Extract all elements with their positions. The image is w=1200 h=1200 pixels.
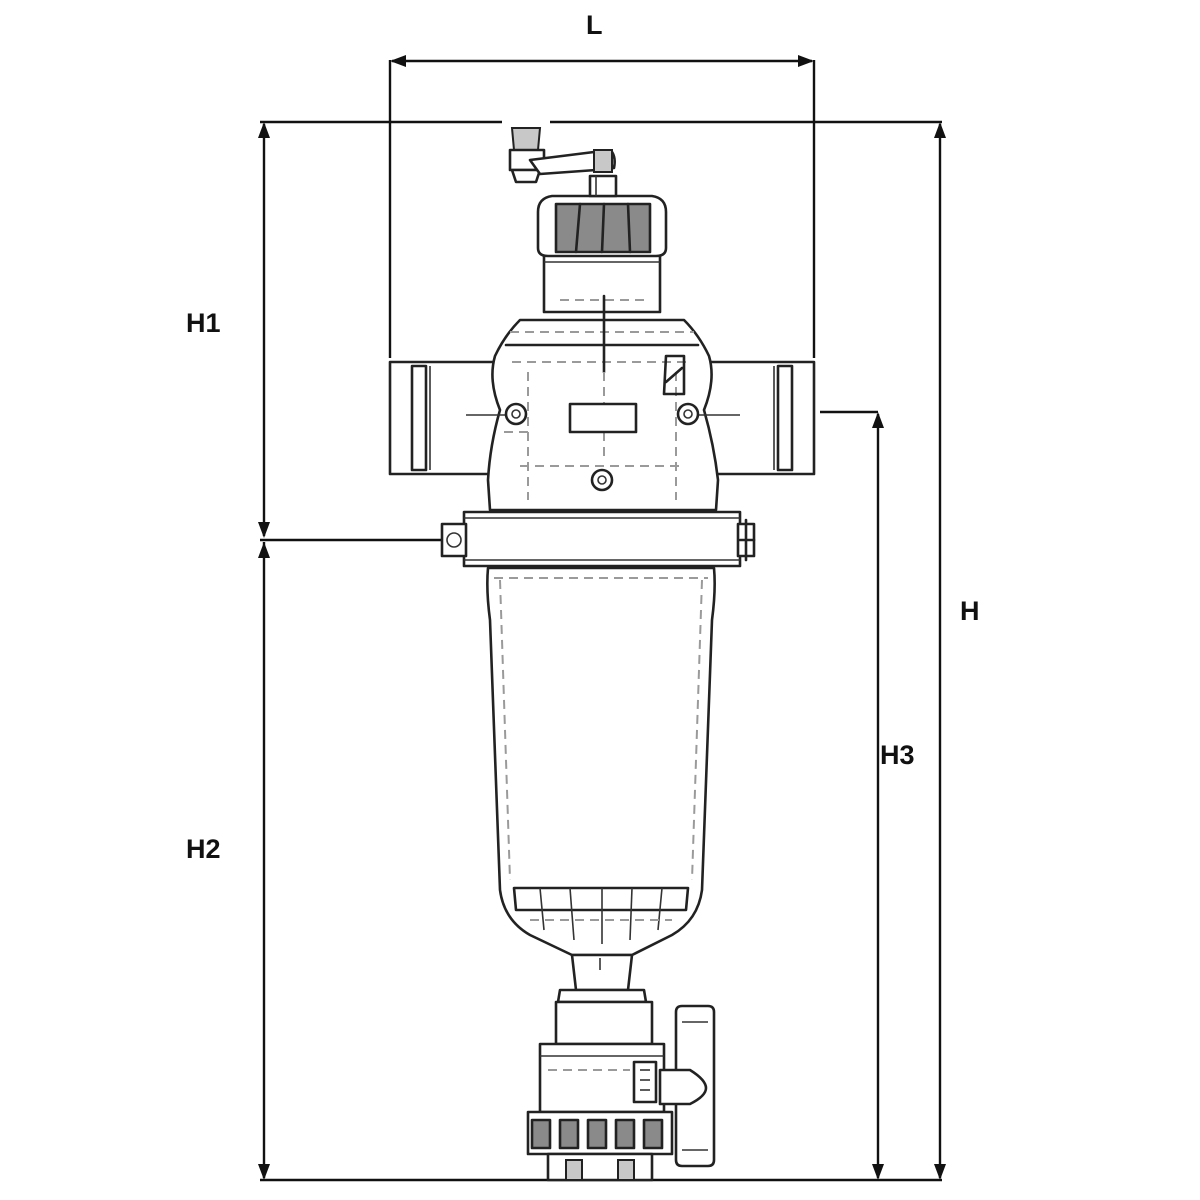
drain-valve <box>538 988 666 1114</box>
bowl-ribs <box>512 886 690 944</box>
dimension-H2 <box>258 542 270 1180</box>
dimension-label-H1: H1 <box>186 308 221 338</box>
outlet-pipe <box>700 360 816 476</box>
air-release-valve <box>508 127 616 184</box>
dimension-lines <box>258 55 946 1182</box>
dimension-label-H3: H3 <box>880 740 915 770</box>
label-plate <box>568 402 638 434</box>
dimension-label-L: L <box>586 10 603 40</box>
flow-indicator <box>662 354 686 396</box>
pressure-port-left <box>466 402 528 433</box>
pressure-port-right <box>676 402 740 426</box>
cap-neck <box>542 248 662 314</box>
dimension-L <box>388 55 816 358</box>
inlet-pipe <box>388 360 504 476</box>
union-nut <box>526 1110 674 1156</box>
clamp-ring <box>440 510 756 568</box>
dimension-label-H2: H2 <box>186 834 221 864</box>
drain-outlet <box>546 1152 654 1182</box>
dimension-H1 <box>258 122 270 538</box>
drain-neck <box>570 953 634 992</box>
drain-port <box>590 468 614 492</box>
dimension-label-H: H <box>960 596 980 626</box>
filter-body <box>388 127 816 1182</box>
dimension-H <box>934 122 946 1180</box>
dimension-H3 <box>820 410 884 1180</box>
screw-cap <box>536 174 668 258</box>
valve-handle <box>658 1004 716 1168</box>
